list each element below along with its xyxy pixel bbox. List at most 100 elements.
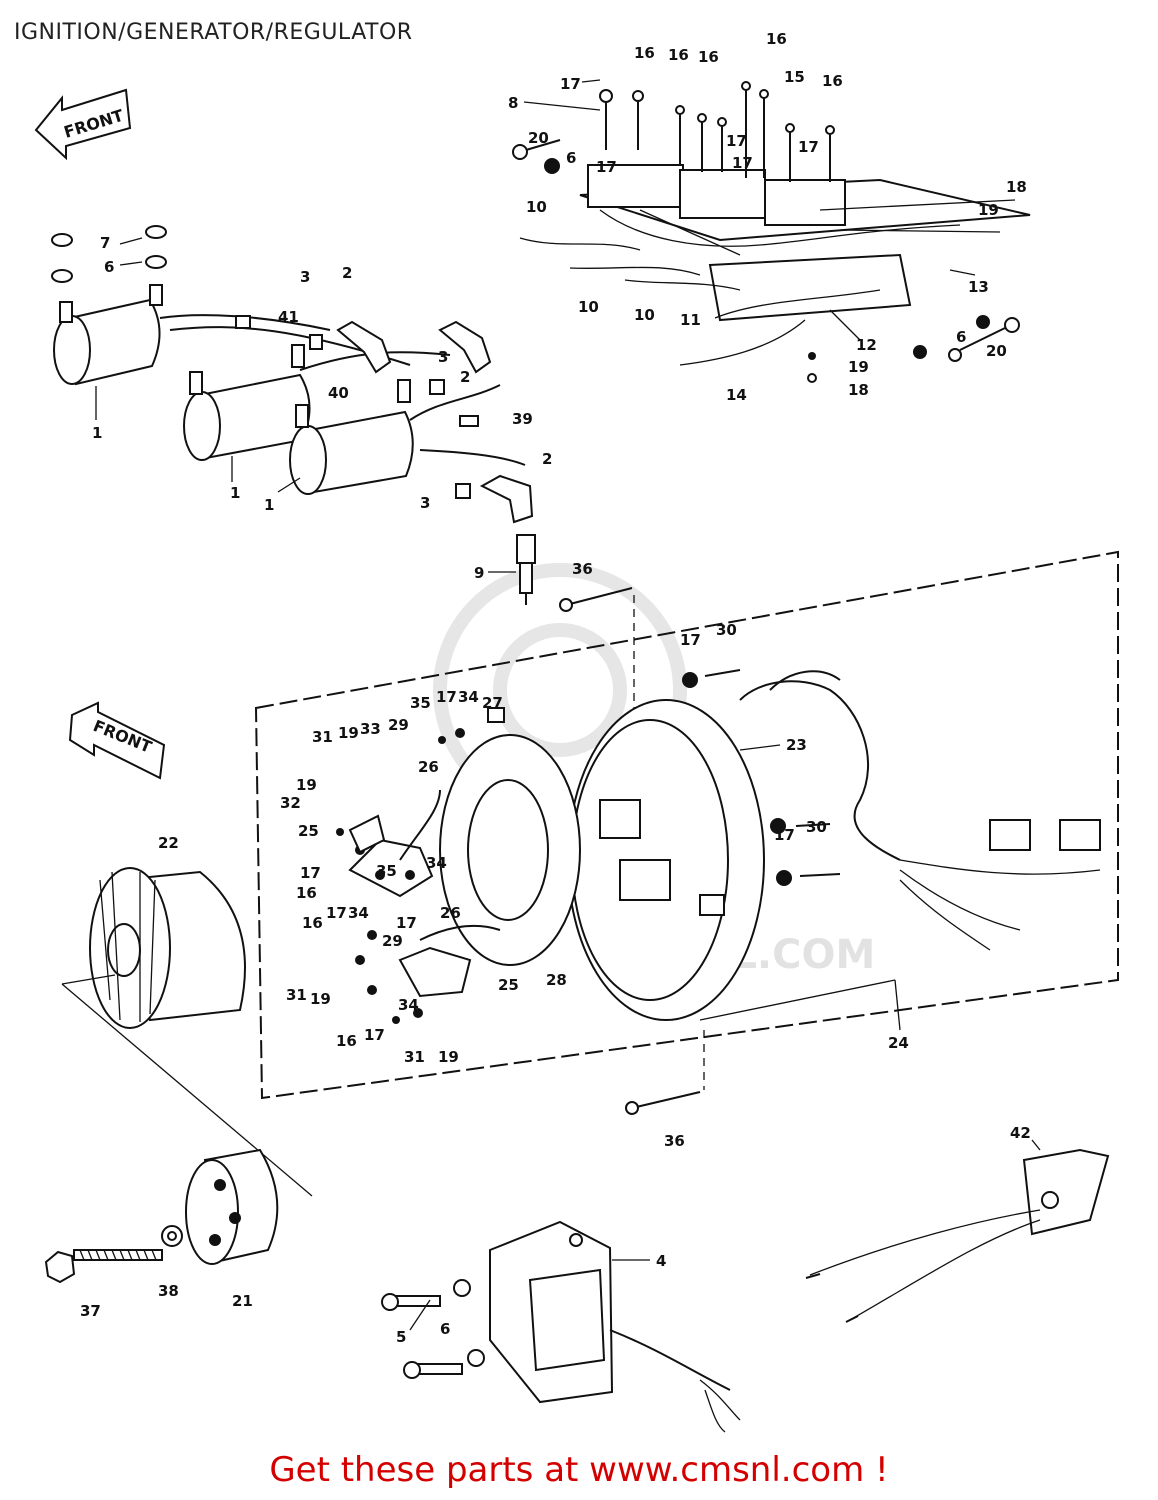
callout-6: 6 [956, 328, 966, 346]
callout-21: 21 [232, 1292, 253, 1310]
callout-33: 33 [360, 720, 381, 738]
callout-16: 16 [766, 30, 787, 48]
callout-20: 20 [528, 129, 549, 147]
callout-1: 1 [230, 484, 240, 502]
callout-19: 19 [978, 201, 999, 219]
callout-6: 6 [104, 258, 114, 276]
callout-19: 19 [848, 358, 869, 376]
callout-12: 12 [856, 336, 877, 354]
callout-2: 2 [342, 264, 352, 282]
callout-4: 4 [656, 1252, 666, 1270]
callout-22: 22 [158, 834, 179, 852]
callout-31: 31 [286, 986, 307, 1004]
callout-34: 34 [426, 854, 447, 872]
callout-2: 2 [460, 368, 470, 386]
callout-7: 7 [100, 234, 110, 252]
callout-17: 17 [798, 138, 819, 156]
callout-30: 30 [806, 818, 827, 836]
callout-19: 19 [338, 724, 359, 742]
callout-32: 32 [280, 794, 301, 812]
callout-40: 40 [328, 384, 349, 402]
callout-42: 42 [1010, 1124, 1031, 1142]
callout-31: 31 [404, 1048, 425, 1066]
stator-frame [254, 550, 1119, 1100]
callout-16: 16 [822, 72, 843, 90]
callout-16: 16 [698, 48, 719, 66]
callout-18: 18 [1006, 178, 1027, 196]
callout-26: 26 [418, 758, 439, 776]
callout-19: 19 [296, 776, 317, 794]
callout-17: 17 [596, 158, 617, 176]
callout-2: 2 [542, 450, 552, 468]
screws-36 [559, 587, 701, 1115]
callout-10: 10 [526, 198, 547, 216]
advancer-bolt-washer [44, 1148, 279, 1284]
callout-37: 37 [80, 1302, 101, 1320]
callout-17: 17 [680, 631, 701, 649]
callout-17: 17 [364, 1026, 385, 1044]
callout-16: 16 [634, 44, 655, 62]
callout-10: 10 [578, 298, 599, 316]
callout-29: 29 [388, 716, 409, 734]
callout-31: 31 [312, 728, 333, 746]
callout-3: 3 [420, 494, 430, 512]
callout-23: 23 [786, 736, 807, 754]
page-title: IGNITION/GENERATOR/REGULATOR [14, 20, 413, 45]
callout-17: 17 [560, 75, 581, 93]
callout-labels: 8 17 16 16 16 16 15 16 20 6 17 17 17 17 … [80, 30, 1031, 1346]
callout-3: 3 [438, 348, 448, 366]
callout-35: 35 [410, 694, 431, 712]
callout-6: 6 [440, 1320, 450, 1338]
callout-1: 1 [92, 424, 102, 442]
callout-20: 20 [986, 342, 1007, 360]
callout-24: 24 [888, 1034, 909, 1052]
callout-35: 35 [376, 862, 397, 880]
callout-28: 28 [546, 971, 567, 989]
breaker-plate [336, 707, 581, 1024]
callout-6: 6 [566, 149, 576, 167]
callout-36: 36 [572, 560, 593, 578]
callout-38: 38 [158, 1282, 179, 1300]
cmsnl-parts-link[interactable]: Get these parts at www.cmsnl.com ! [269, 1450, 889, 1490]
callout-15: 15 [784, 68, 805, 86]
callout-16: 16 [336, 1032, 357, 1050]
callout-17: 17 [396, 914, 417, 932]
callout-11: 11 [680, 311, 701, 329]
callout-9: 9 [474, 564, 484, 582]
callout-13: 13 [968, 278, 989, 296]
front-arrow-mid: FRONT [68, 701, 166, 780]
regulator-bracket-assembly [512, 81, 1031, 383]
callout-3: 3 [300, 268, 310, 286]
callout-29: 29 [382, 932, 403, 950]
callout-17: 17 [300, 864, 321, 882]
callout-18: 18 [848, 381, 869, 399]
callout-17: 17 [726, 132, 747, 150]
sensor-bracket [805, 1148, 1110, 1323]
callout-30: 30 [716, 621, 737, 639]
callout-10: 10 [634, 306, 655, 324]
regulator-unit [381, 1220, 741, 1433]
callout-41: 41 [278, 308, 299, 326]
ignition-coils [51, 225, 536, 605]
callout-16: 16 [668, 46, 689, 64]
rotor [61, 867, 313, 1197]
callout-5: 5 [396, 1328, 406, 1346]
leader-lines [95, 79, 1041, 1331]
callout-34: 34 [348, 904, 369, 922]
callout-16: 16 [296, 884, 317, 902]
callout-25: 25 [498, 976, 519, 994]
callout-19: 19 [438, 1048, 459, 1066]
callout-36: 36 [664, 1132, 685, 1150]
callout-34: 34 [458, 688, 479, 706]
callout-19: 19 [310, 990, 331, 1008]
callout-17: 17 [436, 688, 457, 706]
stator-housing [567, 669, 1101, 1021]
callout-1: 1 [264, 496, 274, 514]
front-arrow-top: FRONT [34, 88, 132, 161]
callout-25: 25 [298, 822, 319, 840]
callout-26: 26 [440, 904, 461, 922]
callout-17: 17 [326, 904, 347, 922]
callout-39: 39 [512, 410, 533, 428]
callout-27: 27 [482, 694, 503, 712]
callout-34: 34 [398, 996, 419, 1014]
